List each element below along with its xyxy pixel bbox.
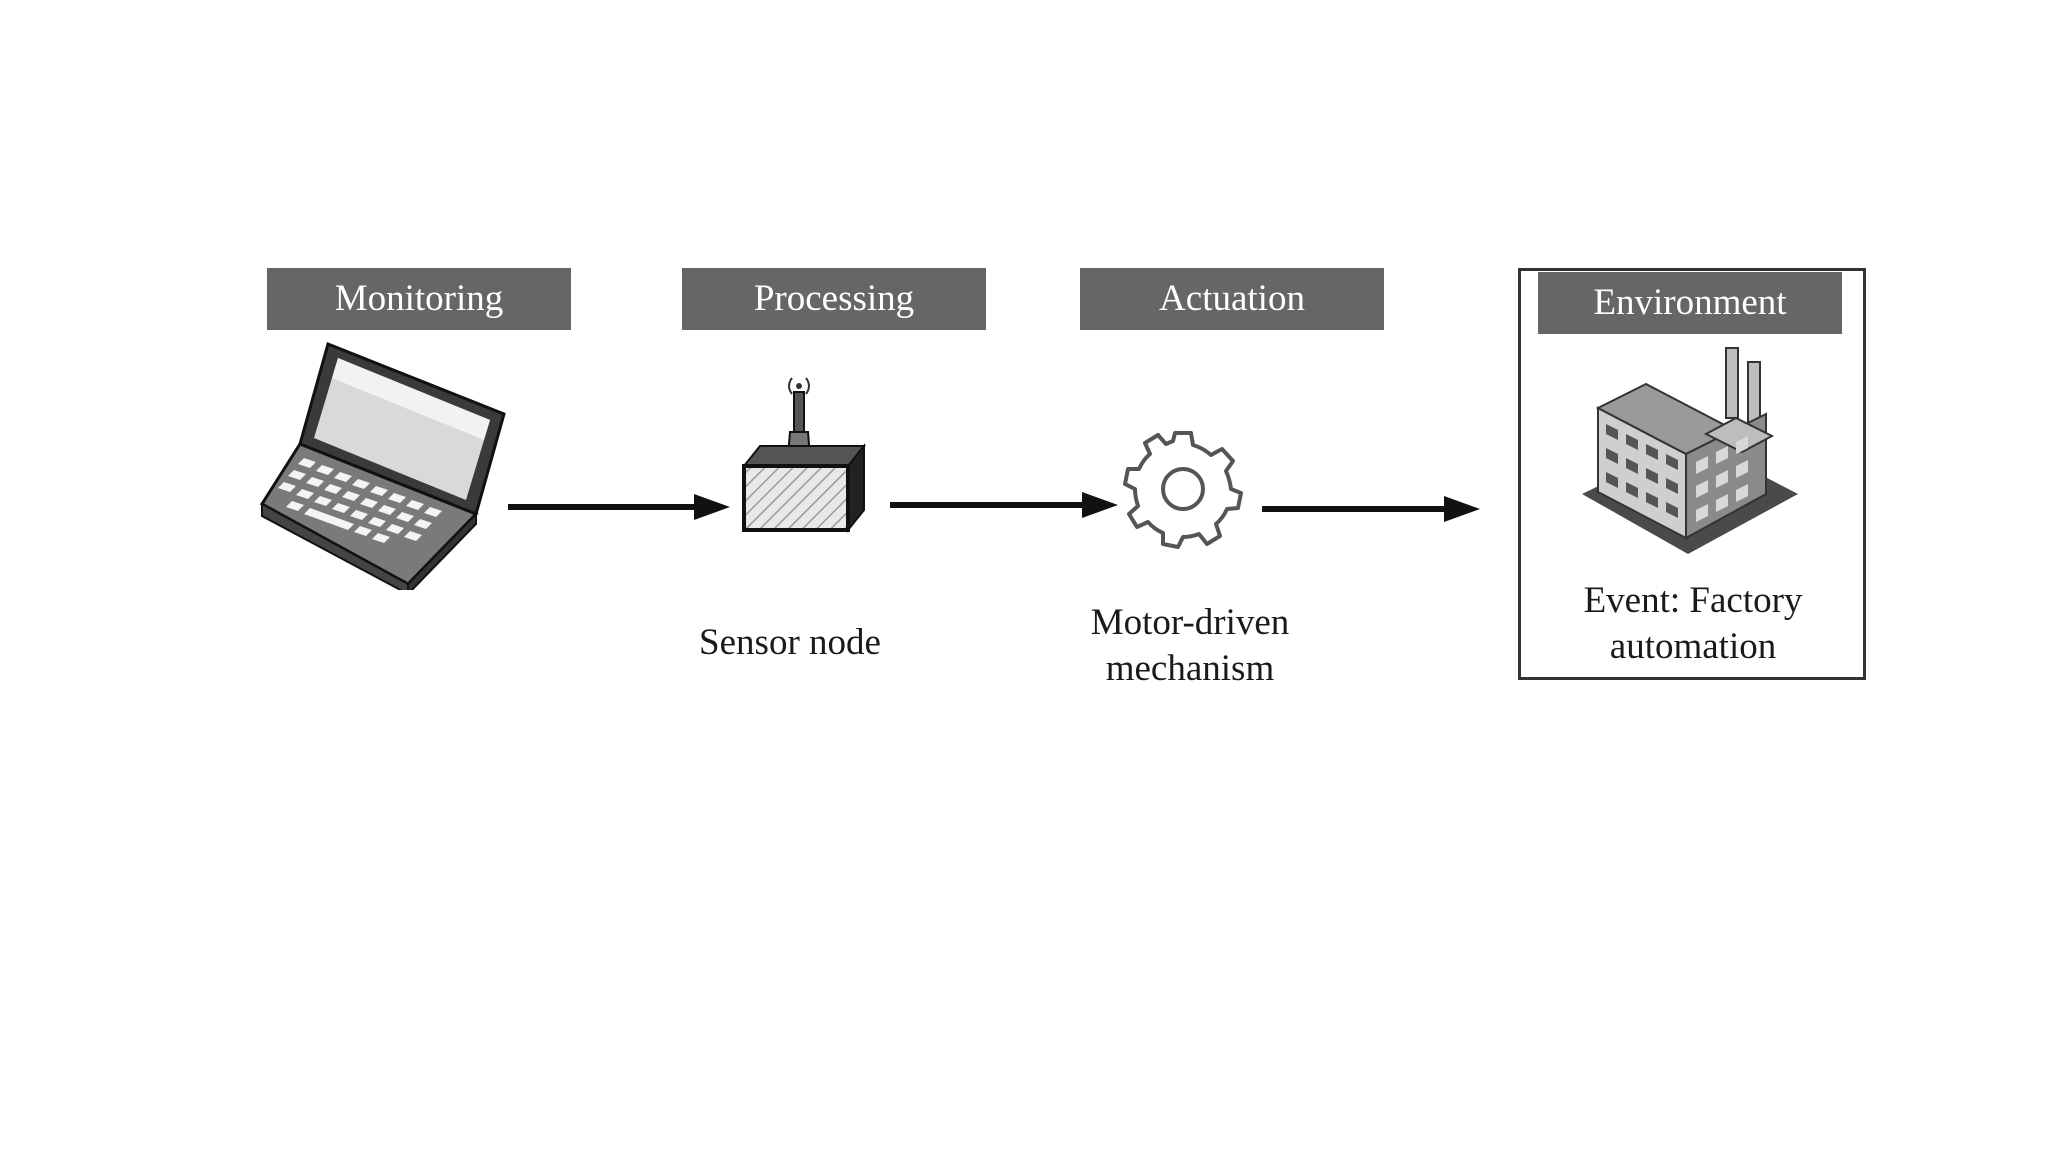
monitoring-header: Monitoring: [267, 268, 571, 330]
motor-mechanism-caption-line1: Motor-driven: [1090, 602, 1290, 643]
motor-mechanism-caption-line2: mechanism: [1105, 648, 1275, 689]
factory-icon: [1582, 347, 1798, 554]
sensor-node-caption: Sensor node: [640, 620, 940, 666]
sensor-node-icon: [741, 377, 867, 533]
environment-header: Environment: [1538, 272, 1842, 334]
arrow-actuation-to-environment: [1262, 496, 1480, 522]
laptop-icon: [259, 341, 506, 590]
factory-automation-caption-line1: Event: Factory: [1583, 580, 1803, 621]
factory-automation-caption: Event: Factory automation: [1528, 578, 1858, 670]
arrow-processing-to-actuation: [890, 492, 1118, 518]
actuation-header: Actuation: [1080, 268, 1384, 330]
sensor-node-caption-text: Sensor node: [699, 622, 881, 663]
arrow-monitoring-to-processing: [508, 494, 730, 520]
factory-automation-caption-line2: automation: [1609, 626, 1777, 667]
gear-icon: [1123, 431, 1243, 549]
processing-header: Processing: [682, 268, 986, 330]
environment-frame: [1518, 268, 1866, 680]
motor-mechanism-caption: Motor-driven mechanism: [1030, 600, 1350, 692]
